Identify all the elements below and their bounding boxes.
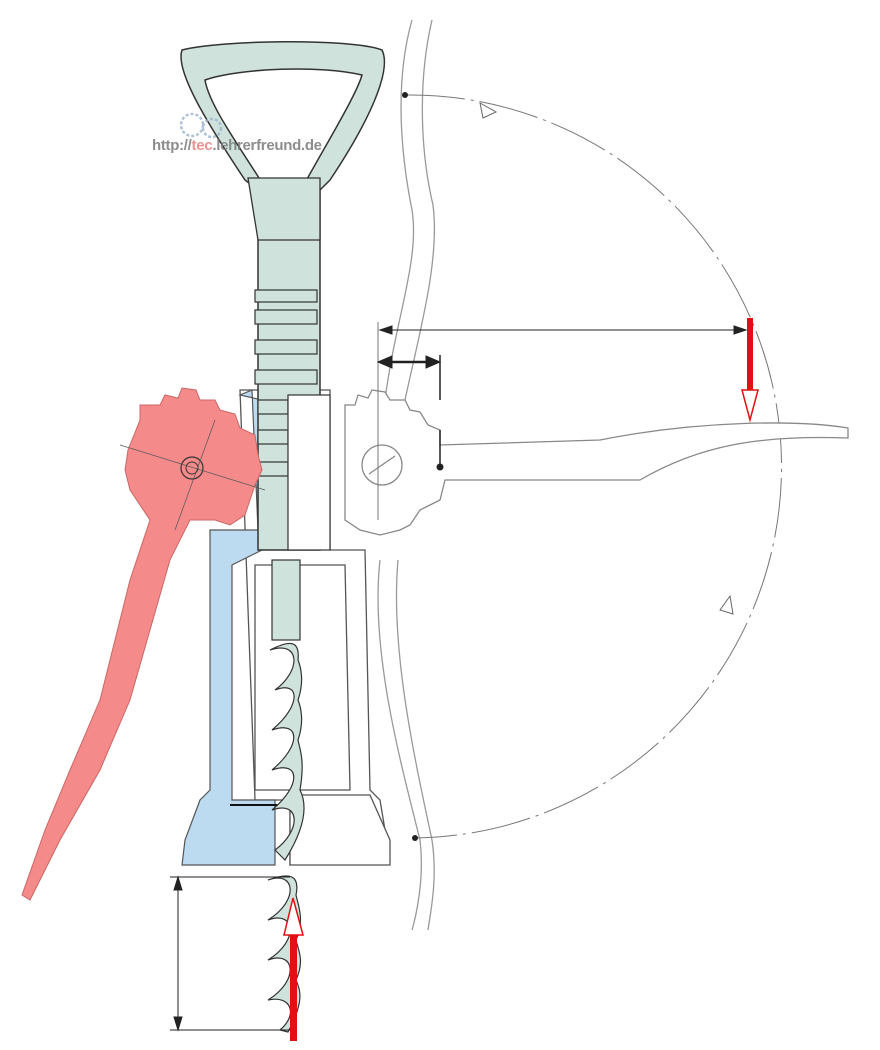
shaft-rack bbox=[254, 289, 331, 551]
arc-start-point bbox=[402, 92, 408, 98]
arc-direction-arrow bbox=[719, 594, 734, 615]
ghost-lever bbox=[344, 389, 849, 536]
watermark-highlight: tec bbox=[191, 137, 213, 154]
bottle-neck-outline bbox=[377, 19, 436, 931]
watermark-prefix: http:// bbox=[152, 137, 192, 154]
handle-collar bbox=[247, 177, 321, 241]
lever-centerlines bbox=[119, 419, 266, 531]
force-arrow-up bbox=[283, 897, 304, 1041]
frame-left-side bbox=[181, 389, 276, 866]
rotation-arc bbox=[404, 94, 783, 839]
pivot-pin bbox=[180, 456, 204, 480]
arc-direction-arrow bbox=[479, 102, 498, 119]
active-lever bbox=[21, 387, 263, 901]
dimension-lines bbox=[170, 322, 748, 1032]
bell bbox=[289, 794, 391, 866]
force-arrow-down bbox=[741, 318, 759, 423]
arc-end-point bbox=[412, 835, 418, 841]
gear-logo-icon bbox=[179, 112, 223, 139]
watermark-suffix: .lehrerfreund.de bbox=[212, 137, 322, 154]
watermark-url: http://tec.lehrerfreund.de bbox=[152, 137, 322, 154]
worm-spiral bbox=[267, 559, 305, 1033]
